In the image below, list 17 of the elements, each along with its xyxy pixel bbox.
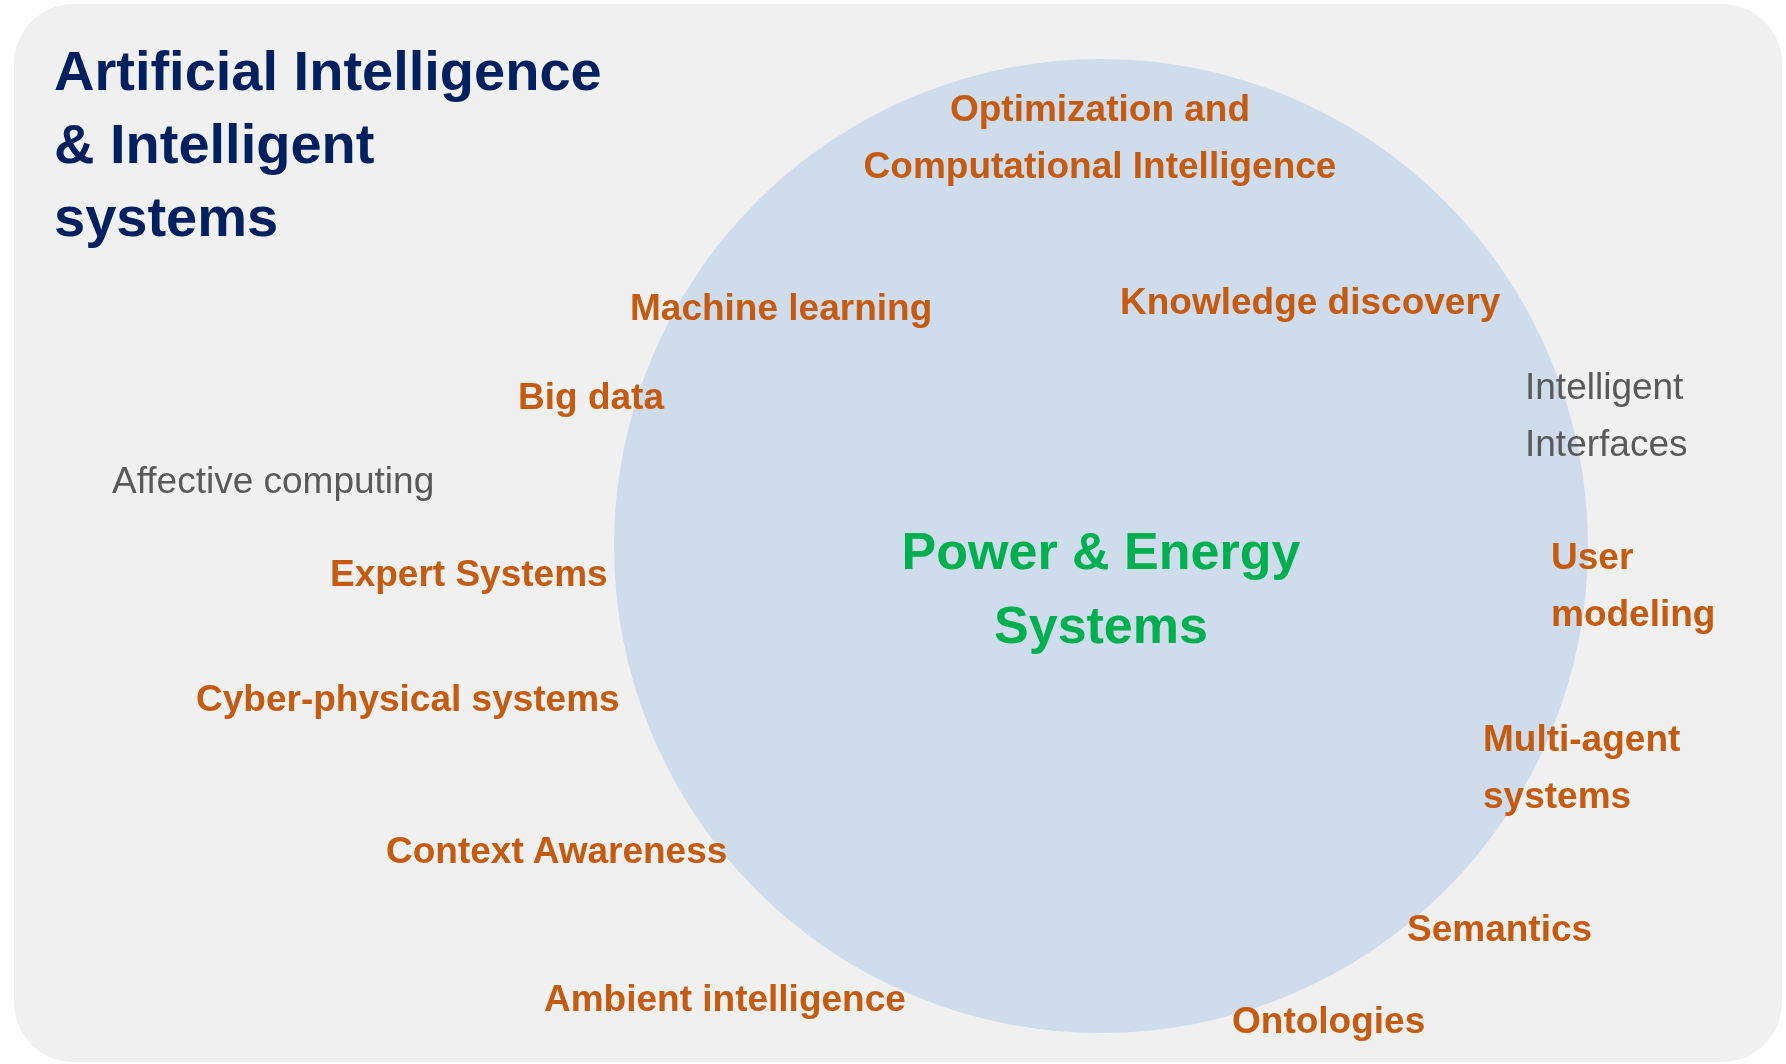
topic-label: Big data <box>518 375 664 419</box>
topic-label: User modeling <box>1551 535 1717 636</box>
topic-label: Intelligent Interfaces <box>1525 365 1689 466</box>
circle-title: Power & Energy Systems <box>900 521 1302 656</box>
topic-label: Semantics <box>1407 907 1593 951</box>
topic-label: Knowledge discovery <box>1120 280 1501 324</box>
topic-label: Cyber-physical systems <box>196 677 620 721</box>
topic-label: Affective computing <box>112 459 435 503</box>
topic-label: Optimization and Computational Intelligence <box>862 87 1338 188</box>
topic-label: Machine learning <box>630 286 933 330</box>
topic-label: Context Awareness <box>386 829 728 873</box>
rounded-panel <box>14 4 1782 1062</box>
topic-label: Ontologies <box>1232 999 1426 1043</box>
topic-label: Expert Systems <box>330 552 608 596</box>
topic-label: Ambient intelligence <box>544 977 906 1021</box>
panel-title: Artificial Intelligence & Intelligent systems <box>54 38 603 250</box>
topic-label: Multi-agent systems <box>1483 717 1682 818</box>
